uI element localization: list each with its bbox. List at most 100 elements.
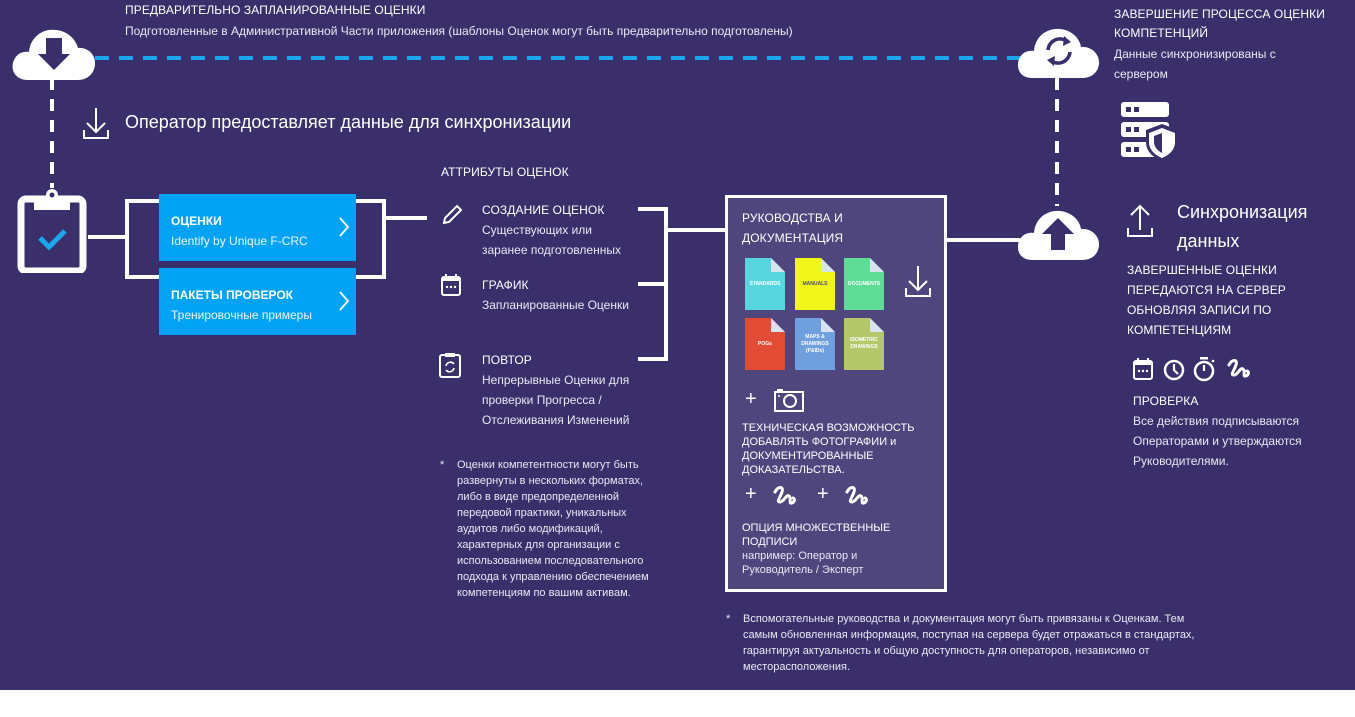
verification-line: Все действия подписываются xyxy=(1133,414,1300,428)
footnote-star: * xyxy=(726,613,731,625)
file-shape xyxy=(745,258,785,310)
calendar-icon xyxy=(440,273,462,302)
card-subtitle: Тренировочные примеры xyxy=(171,308,312,322)
connector xyxy=(125,275,160,279)
card-subtitle: Identify by Unique F-CRC xyxy=(171,234,308,248)
verification-title: ПРОВЕРКА xyxy=(1133,394,1199,408)
dashed-connector-top xyxy=(95,56,1020,60)
card-title: ОЦЕНКИ xyxy=(171,214,222,228)
download-tray-icon[interactable] xyxy=(904,264,932,303)
attr-repeat-line: Непрерывные Оценки для xyxy=(482,373,630,387)
server-shield-icon xyxy=(1120,100,1180,169)
completion-title-line2: КОМПЕТЕНЦИЙ xyxy=(1114,26,1209,40)
signature-icon xyxy=(844,484,870,513)
completion-title-line1: ЗАВЕРШЕНИЕ ПРОЦЕССА ОЦЕНКИ xyxy=(1114,7,1325,21)
docs-title-line2: ДОКУМЕНТАЦИЯ xyxy=(742,231,844,245)
footnote-line: самым обновленная информация, поступая н… xyxy=(743,629,1195,641)
file-shape xyxy=(795,258,835,310)
diagram-canvas: ПРЕДВАРИТЕЛЬНО ЗАПЛАНИРОВАННЫЕ ОЦЕНКИ По… xyxy=(0,0,1355,690)
sync-line: КОМПЕТЕНЦИЯМ xyxy=(1127,323,1232,337)
connector xyxy=(638,207,668,211)
footnote-line: развернуты в нескольких форматах, xyxy=(457,475,644,487)
completion-subtitle-line1: Данные синхронизированы с xyxy=(1114,47,1276,61)
connector xyxy=(125,199,160,203)
footnote-line: Оценки компетентности могут быть xyxy=(457,459,639,471)
connector xyxy=(664,207,668,361)
footnote-line: компетенциям по вашим активам. xyxy=(457,587,631,599)
connector xyxy=(382,199,386,279)
sign-title-line: ОПЦИЯ МНОЖЕСТВЕННЫЕ xyxy=(742,522,891,534)
document-file-icon[interactable]: MAPS &DRAWINGS(P&IDs) xyxy=(795,318,835,370)
upload-tray-icon xyxy=(1126,204,1154,243)
photo-line: ДОКАЗАТЕЛЬСТВА. xyxy=(742,464,845,476)
dashed-connector-right xyxy=(1055,78,1059,206)
connector xyxy=(638,357,668,361)
connector xyxy=(355,275,385,279)
attr-repeat-line: Отслеживания Изменений xyxy=(482,413,630,427)
footnote-line: подхода к управлению обеспечением xyxy=(457,571,649,583)
completion-subtitle-line2: сервером xyxy=(1114,67,1168,81)
file-shape xyxy=(844,258,884,310)
connector xyxy=(88,235,125,239)
footnote-line: месторасположения. xyxy=(743,661,851,673)
clipboard-repeat-icon xyxy=(438,351,462,384)
attr-create-title: СОЗДАНИЕ ОЦЕНОК xyxy=(482,203,605,217)
file-shape xyxy=(795,318,835,370)
docs-title-line1: РУКОВОДСТВА И xyxy=(742,211,843,225)
verification-line: Операторами и утверждаются xyxy=(1133,434,1302,448)
document-file-icon[interactable]: DOCUMENTS xyxy=(844,258,884,310)
verification-line: Руководителями. xyxy=(1133,454,1229,468)
photo-capability-text: ТЕХНИЧЕСКАЯ ВОЗМОЖНОСТЬ ДОБАВЛЯТЬ ФОТОГР… xyxy=(742,421,914,477)
clock-icon xyxy=(1162,358,1186,387)
plus-sign: + xyxy=(745,388,757,410)
sync-line: ОБНОВЛЯЯ ЗАПИСИ ПО xyxy=(1127,303,1272,317)
attr-repeat-line: проверки Прогресса / xyxy=(482,393,602,407)
file-label: ISOMETRIC xyxy=(850,337,878,343)
plus-sign: + xyxy=(817,483,829,505)
attr-schedule-line: Запланированные Оценки xyxy=(482,298,629,312)
pre-scheduled-subtitle: Подготовленные в Административной Части … xyxy=(125,24,793,38)
signatures-option: ОПЦИЯ МНОЖЕСТВЕННЫЕ ПОДПИСИ например: Оп… xyxy=(742,521,890,577)
card-check-packages[interactable]: ПАКЕТЫ ПРОВЕРОК Тренировочные примеры xyxy=(159,268,356,335)
connector xyxy=(638,282,668,286)
document-file-icon[interactable]: STANDARDS xyxy=(745,258,785,310)
card-title: ПАКЕТЫ ПРОВЕРОК xyxy=(171,288,294,302)
pencil-icon xyxy=(440,203,464,232)
signature-icon xyxy=(1226,357,1252,386)
attributes-footnote: * Оценки компетентности могут быть разве… xyxy=(440,457,710,601)
footnote-line: аудитов либо модификаций, xyxy=(457,523,603,535)
photo-line: ДОКУМЕНТИРОВАННЫЕ xyxy=(742,450,874,462)
photo-line: ТЕХНИЧЕСКАЯ ВОЗМОЖНОСТЬ xyxy=(742,422,915,434)
sync-line: ПЕРЕДАЮТСЯ НА СЕРВЕР xyxy=(1127,283,1286,297)
file-label: POGs xyxy=(758,340,772,347)
cloud-upload-icon xyxy=(1014,202,1102,267)
sync-line: ЗАВЕРШЕННЫЕ ОЦЕНКИ xyxy=(1127,263,1277,277)
pre-scheduled-title: ПРЕДВАРИТЕЛЬНО ЗАПЛАНИРОВАННЫЕ ОЦЕНКИ xyxy=(125,3,426,17)
footnote-line: либо в виде предопределенной xyxy=(457,491,620,503)
file-label: DRAWINGS xyxy=(801,340,829,347)
file-shape xyxy=(745,318,785,370)
plus-sign: + xyxy=(745,483,757,505)
operator-provides-data-text: Оператор предоставляет данные для синхро… xyxy=(125,112,572,132)
attr-schedule-title: ГРАФИК xyxy=(482,278,529,292)
docs-footnote: * Вспомогательные руководства и документ… xyxy=(726,611,1286,675)
calendar-icon xyxy=(1132,357,1154,386)
connector xyxy=(944,238,1020,242)
chevron-right-icon xyxy=(339,217,350,237)
footnote-line: гарантируя актуальность и общую доступно… xyxy=(743,645,1150,657)
footnote-line: Вспомогательные руководства и документац… xyxy=(743,613,1185,625)
file-label: STANDARDS xyxy=(749,280,781,287)
attr-repeat-title: ПОВТОР xyxy=(482,353,532,367)
footnote-star: * xyxy=(440,459,445,471)
card-assessments[interactable]: ОЦЕНКИ Identify by Unique F-CRC xyxy=(159,194,356,261)
download-tray-icon xyxy=(82,106,110,145)
file-label: DOCUMENTS xyxy=(847,280,881,287)
connector xyxy=(385,216,427,220)
document-file-icon[interactable]: POGs xyxy=(745,318,785,370)
file-label: MANUALS xyxy=(802,280,828,287)
file-shape xyxy=(844,318,884,370)
document-file-icon[interactable]: MANUALS xyxy=(795,258,835,310)
file-label: DRAWINGS xyxy=(850,344,878,350)
sign-title-line: ПОДПИСИ xyxy=(742,536,798,548)
